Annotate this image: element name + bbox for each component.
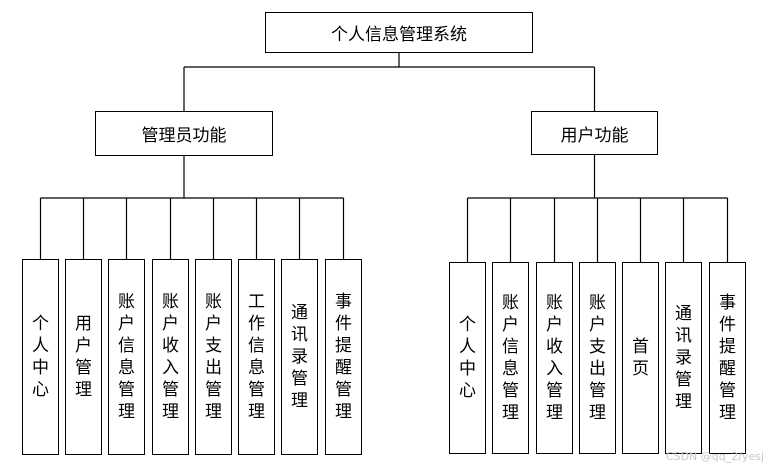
leaf-node: 个人中心 <box>449 262 486 454</box>
leaf-node: 通讯录管理 <box>281 259 318 455</box>
leaf-label: 事件提醒管理 <box>335 292 352 422</box>
branch-label-admin: 管理员功能 <box>141 126 227 146</box>
leaf-label: 通讯录管理 <box>291 303 308 411</box>
leaf-label: 账户信息管理 <box>118 292 135 422</box>
leaf-label: 账户收入管理 <box>162 292 179 422</box>
leaf-label: 账户收入管理 <box>546 293 563 423</box>
leaf-node: 账户支出管理 <box>579 262 616 454</box>
watermark-text: CSDN @qq_2/yesj <box>665 450 764 463</box>
leaf-label: 用户管理 <box>75 314 92 400</box>
leaf-label: 首页 <box>632 337 649 379</box>
leaf-label: 工作信息管理 <box>248 292 265 422</box>
branch-node-user: 用户功能 <box>531 111 658 155</box>
leaf-node: 账户信息管理 <box>492 262 529 454</box>
root-label: 个人信息管理系统 <box>331 25 467 45</box>
leaf-node: 事件提醒管理 <box>709 262 746 454</box>
leaf-node: 事件提醒管理 <box>325 259 362 455</box>
leaf-node: 工作信息管理 <box>238 259 275 455</box>
leaf-node: 账户收入管理 <box>152 259 189 455</box>
leaf-label: 通讯录管理 <box>675 304 692 412</box>
leaf-node: 用户管理 <box>65 259 102 455</box>
leaf-node: 首页 <box>622 262 659 454</box>
leaf-label: 个人中心 <box>32 314 49 400</box>
branch-node-admin: 管理员功能 <box>95 111 273 156</box>
leaf-label: 账户支出管理 <box>589 293 606 423</box>
leaf-label: 个人中心 <box>459 315 476 401</box>
root-node: 个人信息管理系统 <box>265 12 533 53</box>
branch-label-user: 用户功能 <box>560 125 629 146</box>
leaf-node: 个人中心 <box>22 259 59 455</box>
leaf-node: 账户收入管理 <box>536 262 573 454</box>
leaf-node: 账户支出管理 <box>195 259 232 455</box>
leaf-label: 事件提醒管理 <box>719 293 736 423</box>
leaf-label: 账户信息管理 <box>502 293 519 423</box>
leaf-node: 通讯录管理 <box>665 262 702 454</box>
leaf-label: 账户支出管理 <box>205 292 222 422</box>
leaf-node: 账户信息管理 <box>108 259 145 455</box>
